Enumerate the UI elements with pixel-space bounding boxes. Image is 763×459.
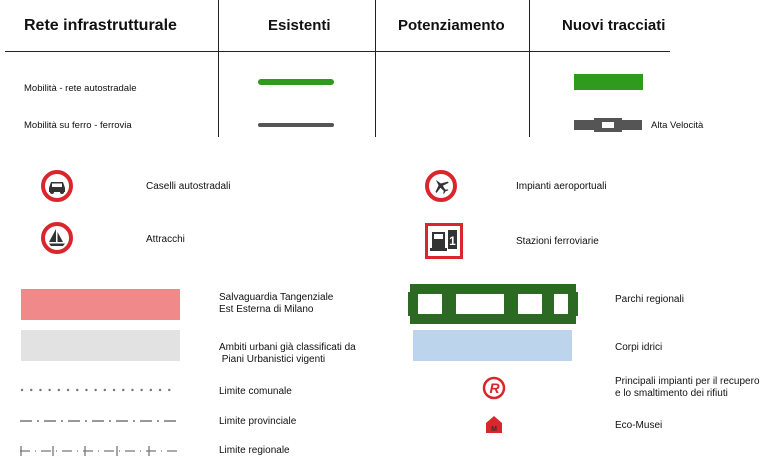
salvaguardia-label-line1: Salvaguardia Tangenziale — [219, 292, 334, 303]
svg-text:1: 1 — [449, 234, 456, 248]
eco-musei-label: Eco-Musei — [615, 420, 663, 431]
recycling-plant-icon: R — [482, 376, 506, 400]
row-label-autostradale: Mobilità - rete autostradale — [24, 83, 137, 94]
column-divider-3 — [529, 0, 530, 137]
existing-rail-line — [258, 123, 334, 127]
salvaguardia-label-line2: Est Esterna di Milano — [219, 304, 314, 315]
header-divider — [5, 51, 670, 52]
column-divider-1 — [218, 0, 219, 137]
corpi-idrici-swatch — [413, 330, 572, 361]
new-highway-bar — [574, 74, 643, 90]
column-divider-2 — [375, 0, 376, 137]
caselli-autostradali-label: Caselli autostradali — [146, 181, 231, 192]
ambiti-urbani-label: Ambiti urbani già classificati da Piani … — [219, 342, 356, 366]
limite-provinciale-line — [20, 418, 180, 424]
impianti-rifiuti-label-line1: Principali impianti per il recupero — [615, 376, 760, 387]
high-speed-rail-symbol — [574, 118, 642, 132]
eco-museum-icon: M — [486, 416, 502, 433]
header-esistenti: Esistenti — [268, 17, 331, 34]
sailboat-icon — [41, 222, 73, 254]
salvaguardia-label: Salvaguardia Tangenziale Est Esterna di … — [219, 292, 333, 316]
header-rete-infrastrutturale: Rete infrastrutturale — [24, 17, 177, 34]
parchi-regionali-swatch — [408, 284, 578, 324]
airplane-icon — [425, 170, 457, 202]
header-potenziamento: Potenziamento — [398, 17, 505, 34]
ambiti-urbani-label-line2: Piani Urbanistici vigenti — [219, 354, 326, 365]
train-station-icon: 1 — [425, 223, 463, 259]
limite-regionale-line — [20, 444, 180, 458]
corpi-idrici-label: Corpi idrici — [615, 342, 663, 353]
salvaguardia-swatch — [21, 289, 180, 320]
limite-provinciale-label: Limite provinciale — [219, 416, 297, 427]
svg-text:R: R — [489, 380, 500, 396]
impianti-rifiuti-label: Principali impianti per il recupero e lo… — [615, 376, 760, 400]
existing-highway-line — [258, 79, 334, 85]
car-icon — [41, 170, 73, 202]
row-label-ferrovia: Mobilità su ferro - ferrovia — [24, 120, 132, 131]
ambiti-urbani-label-line1: Ambiti urbani già classificati da — [219, 342, 356, 353]
stazioni-ferroviarie-label: Stazioni ferroviarie — [516, 236, 599, 247]
svg-text:M: M — [491, 426, 497, 433]
limite-regionale-label: Limite regionale — [219, 445, 290, 456]
limite-comunale-line — [20, 387, 180, 393]
impianti-aeroportuali-label: Impianti aeroportuali — [516, 181, 607, 192]
attracchi-label: Attracchi — [146, 234, 185, 245]
alta-velocita-label: Alta Velocità — [651, 120, 704, 131]
ambiti-urbani-swatch — [21, 330, 180, 361]
limite-comunale-label: Limite comunale — [219, 386, 292, 397]
header-nuovi-tracciati: Nuovi tracciati — [562, 17, 666, 34]
impianti-rifiuti-label-line2: e lo smaltimento dei rifiuti — [615, 388, 728, 399]
parchi-regionali-label: Parchi regionali — [615, 294, 684, 305]
